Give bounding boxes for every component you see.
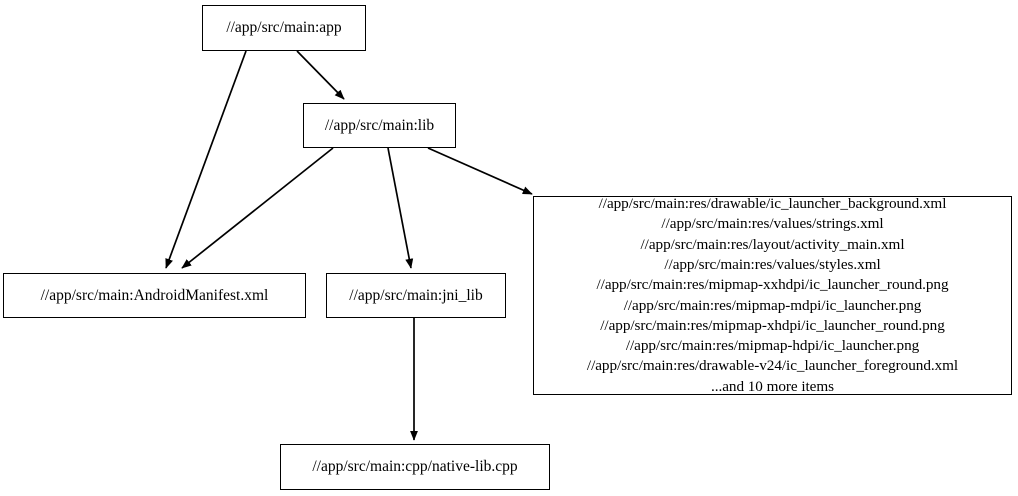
edge-lib-to-manifest (181, 147, 334, 269)
graph-node-android-manifest-label: //app/src/main:AndroidManifest.xml (40, 286, 269, 304)
graph-node-android-manifest[interactable]: //app/src/main:AndroidManifest.xml (3, 273, 306, 318)
graph-node-lib[interactable]: //app/src/main:lib (303, 103, 456, 148)
graph-node-app-label: //app/src/main:app (226, 19, 342, 37)
graph-node-native-lib-cpp-label: //app/src/main:cpp/native-lib.cpp (312, 458, 518, 476)
graph-node-lib-label: //app/src/main:lib (324, 116, 435, 134)
edge-app-to-lib (296, 50, 345, 100)
edge-app-to-manifest (165, 50, 247, 269)
graph-node-jni-lib[interactable]: //app/src/main:jni_lib (326, 273, 506, 318)
edge-lib-to-jni-lib (387, 147, 414, 269)
edge-lib-to-res-group (427, 147, 533, 195)
graph-node-res-group-label: //app/src/main:res/drawable/ic_launcher_… (586, 195, 959, 395)
graph-node-jni-lib-label: //app/src/main:jni_lib (349, 286, 483, 304)
graph-node-native-lib-cpp[interactable]: //app/src/main:cpp/native-lib.cpp (280, 444, 550, 490)
graph-node-app[interactable]: //app/src/main:app (202, 5, 366, 51)
graph-node-res-group[interactable]: //app/src/main:res/drawable/ic_launcher_… (533, 195, 1012, 395)
